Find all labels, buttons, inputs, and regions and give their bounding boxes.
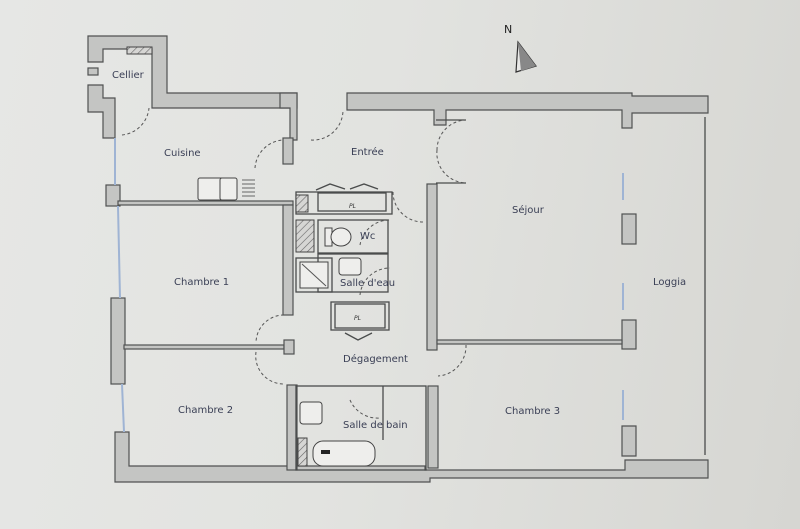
room-labels: Cellier Cuisine Entrée Séjour PL Wc Sall… — [112, 70, 686, 431]
svg-text:N: N — [504, 23, 512, 36]
room-label-wc: Wc — [360, 231, 375, 242]
windows — [114, 138, 624, 433]
kitchen-fixtures — [197, 177, 255, 201]
closet-label-pl1: PL — [349, 203, 356, 210]
room-label-loggia: Loggia — [653, 277, 686, 288]
room-label-degagement: Dégagement — [343, 353, 408, 365]
room-label-entree: Entrée — [351, 146, 384, 158]
service-core — [295, 183, 427, 471]
outer-walls — [87, 35, 709, 483]
door-swings — [121, 107, 467, 419]
room-label-salle-bain: Salle de bain — [343, 420, 408, 431]
room-label-chambre1: Chambre 1 — [174, 277, 229, 288]
closet-label-pl2: PL — [354, 315, 361, 322]
interior-walls — [117, 119, 623, 471]
room-label-cellier: Cellier — [112, 70, 145, 81]
room-label-salle-eau: Salle d'eau — [340, 278, 395, 289]
room-label-chambre2: Chambre 2 — [178, 405, 233, 416]
duct-hatch — [126, 46, 153, 55]
room-label-cuisine: Cuisine — [164, 148, 201, 159]
room-label-sejour: Séjour — [512, 204, 545, 216]
room-label-chambre3: Chambre 3 — [505, 406, 560, 417]
north-compass-icon: N — [504, 23, 537, 73]
